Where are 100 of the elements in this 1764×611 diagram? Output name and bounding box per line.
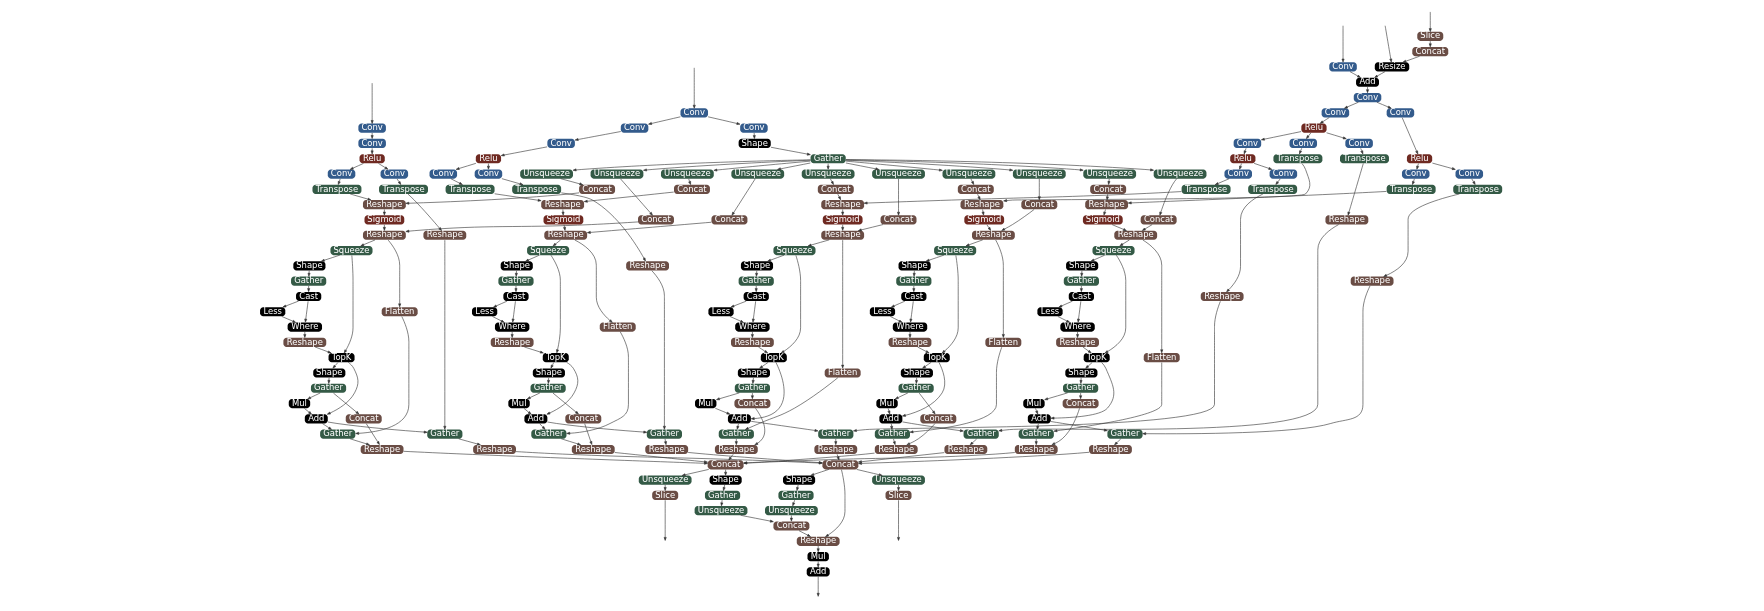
arrow [573,239,613,323]
arrow [492,300,507,308]
node-box: Reshape [1200,291,1244,302]
arrow [795,484,799,491]
node-box: Transpose [1339,154,1389,164]
arrow [1411,178,1415,185]
node-box: Reshape [1324,215,1368,225]
node-box: Transpose [1386,184,1436,194]
node-box: Concat [345,414,382,424]
arrow [750,421,818,432]
arrow [523,408,531,415]
node-box: Cast [900,291,926,302]
arrow [998,224,1339,432]
arrow [486,163,490,170]
arrow [396,178,401,185]
arrow [663,438,667,445]
node-box: Reshape [730,337,774,347]
node-box: Conv [357,138,386,149]
node-box: Where [287,322,322,332]
arrow [614,452,708,464]
arrow [552,392,579,415]
arrow [1158,178,1177,216]
node-box: Reshape [540,200,584,210]
node-box: Gather [1018,429,1054,439]
arrow [816,576,820,597]
arrow [1051,408,1080,446]
arrow [829,178,834,185]
node-box: Squeeze [772,246,815,256]
arrow [1102,209,1106,216]
arrow [1053,362,1162,433]
node-box: Shape [1065,261,1098,271]
arrow [642,159,811,172]
arrow [758,362,768,369]
arrow [833,438,837,445]
node-box: Shape [312,368,345,378]
arrow [1090,254,1105,262]
node-box: Unsqueeze [764,506,818,516]
arrow [306,392,321,400]
arrow [1142,239,1163,354]
node-box: Gather [898,383,934,393]
arrow [1079,285,1083,292]
node-box: Conv [1321,108,1349,118]
node-box: Reshape [971,230,1015,240]
node-box: Conv [380,169,408,179]
node-box: Gather [1063,276,1099,286]
arrow [751,377,755,384]
node-box: Concat [1089,184,1126,194]
arrow [1373,71,1385,78]
node-box: Shape [900,368,933,378]
arrow [514,270,518,277]
arrow [1275,178,1281,185]
node-box: Add [727,414,751,424]
node-box: Slice [651,490,678,500]
node-box: Concat [817,184,854,194]
arrow [845,159,1154,172]
arrow [327,421,427,434]
arrow [728,454,733,461]
node-box: Shape [292,261,325,271]
node-box: Sigmoid [1082,215,1123,225]
node-box: Unsqueeze [801,169,855,179]
node-box: TopK [328,353,355,363]
arrow [750,392,754,400]
node-box: Conv [1328,62,1357,72]
arrow [816,561,820,568]
arrow [754,408,765,446]
arrow [572,159,811,172]
arrow [1341,25,1344,63]
node-box: Mul [694,399,716,409]
arrow [1058,300,1073,308]
node-box: Reshape [813,444,857,455]
node-box: Concat [772,521,809,531]
node-box: Mul [507,399,530,409]
node-box: Reshape [490,337,534,347]
node-box: Shape [532,368,565,378]
arrow [402,451,708,465]
arrow [523,346,544,354]
node-box: Unsqueeze [1153,169,1206,179]
node-box: Gather [319,429,355,439]
arrow [1035,423,1039,430]
arrow [1034,438,1038,445]
node-box: Concat [710,215,747,225]
arrow [546,361,578,415]
arrow [896,178,900,216]
node-box: TopK [923,353,950,363]
arrow [1415,163,1419,170]
arrow [791,499,795,507]
node-box: Less [259,307,285,317]
arrow [840,224,844,231]
node-box: Reshape [362,200,406,210]
arrow [586,221,712,234]
arrow [976,193,980,201]
node-box: Concat [733,399,770,409]
node-box: Conv [1289,138,1317,149]
arrow [857,224,883,232]
arrow [651,270,666,430]
node-box: Relu [1406,154,1432,164]
arrow [1428,11,1432,32]
arrow [941,255,958,354]
node-box: Reshape [960,200,1003,210]
arrow [1347,163,1364,216]
